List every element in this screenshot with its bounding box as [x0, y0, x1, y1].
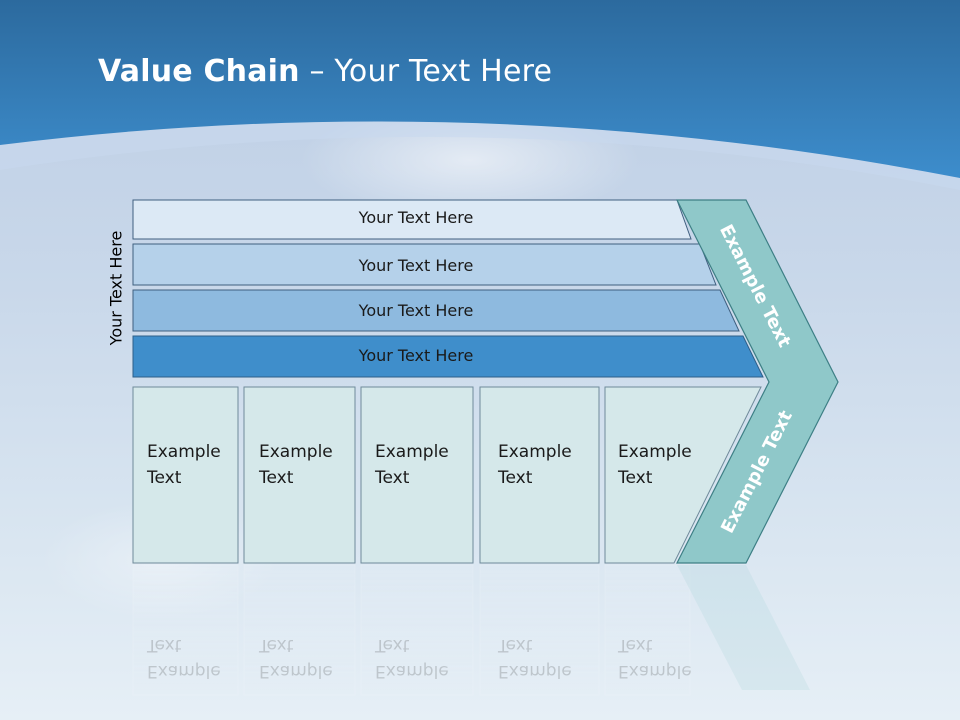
row-bar-2 — [132, 243, 717, 286]
header-band — [0, 0, 960, 178]
box-text-line: Text — [618, 468, 653, 488]
title-rest: – Your Text Here — [299, 54, 553, 89]
activity-box-3 — [360, 386, 474, 564]
row-label-2: Your Text Here — [358, 256, 474, 275]
side-label: Your Text Here — [106, 230, 126, 346]
row-bar-4 — [132, 335, 764, 378]
box-text-line: Text — [375, 468, 410, 488]
box-text-line: Example — [147, 442, 221, 462]
slide-title: Value Chain – Your Text Here — [98, 54, 552, 89]
row-bar-3 — [132, 289, 740, 332]
box-text-line: Example — [375, 442, 449, 462]
box-text-line: Text — [498, 468, 533, 488]
box-text-line: Text — [259, 468, 294, 488]
reflection — [132, 564, 810, 696]
box-text-line: Example — [618, 442, 692, 462]
activity-box-4 — [479, 386, 600, 564]
header-arc-band — [0, 112, 960, 190]
margin-chevron — [676, 199, 839, 564]
row-bar-1 — [132, 199, 692, 240]
title-bold: Value Chain — [98, 54, 300, 89]
activity-box-5 — [604, 386, 762, 564]
row-label-4: Your Text Here — [358, 346, 474, 365]
row-label-1: Your Text Here — [358, 208, 474, 227]
box-text-line: Text — [147, 468, 182, 488]
activity-box-2 — [243, 386, 356, 564]
box-text-line: Example — [498, 442, 572, 462]
row-label-3: Your Text Here — [358, 301, 474, 320]
box-text-line: Example — [259, 442, 333, 462]
activity-box-1 — [132, 386, 239, 564]
